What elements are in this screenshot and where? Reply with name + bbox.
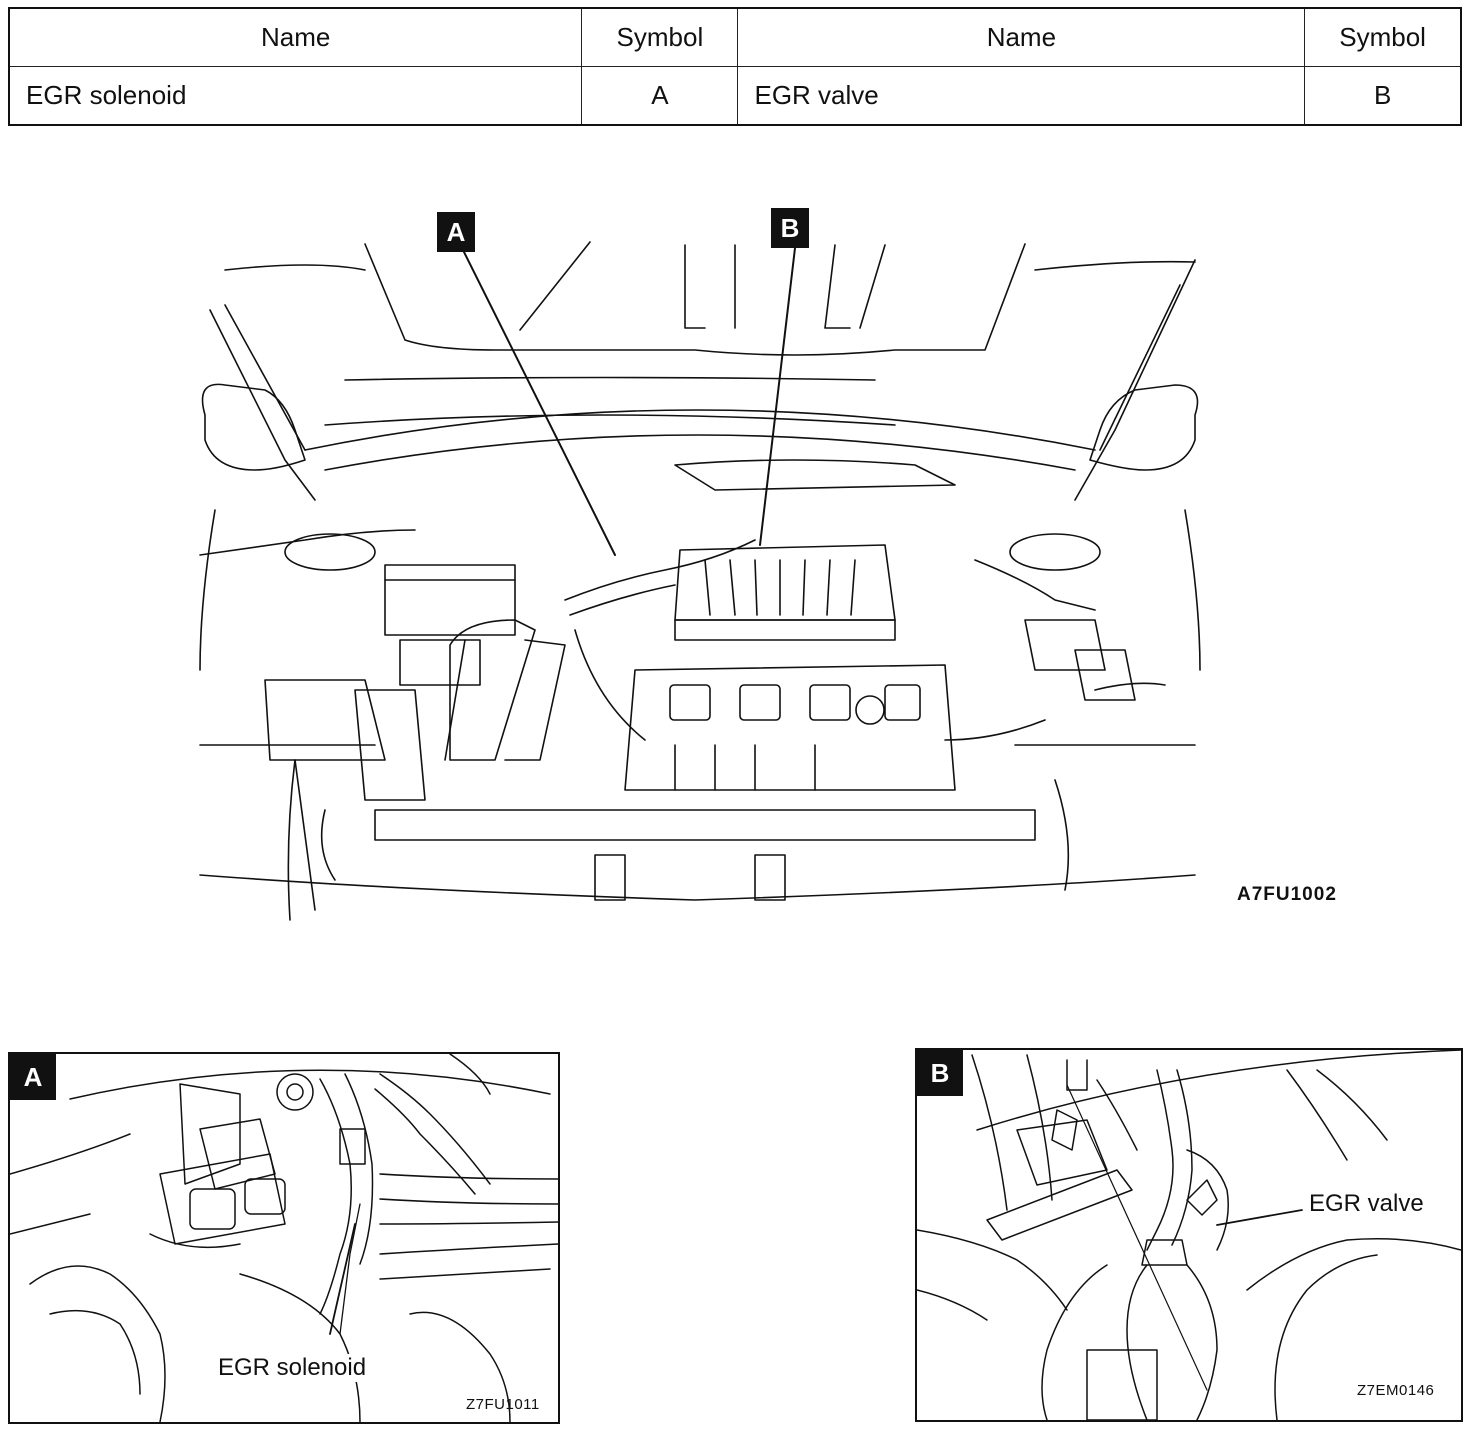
inset-a-code: Z7FU1011 (466, 1396, 540, 1413)
inset-egr-solenoid: A EGR solenoid Z7FU1011 (8, 1052, 560, 1424)
cell-symbol-b: B (1304, 66, 1462, 126)
engine-bay-illustration: A B A7FU1002 (195, 200, 1336, 930)
header-symbol-1: Symbol (581, 7, 739, 67)
header-name-1: Name (8, 7, 583, 67)
cell-name-egr-solenoid: EGR solenoid (8, 66, 583, 126)
engine-bay-drawing (199, 241, 1201, 921)
cell-symbol-a: A (581, 66, 739, 126)
inset-a-tag: A (10, 1054, 56, 1100)
cell-name-egr-valve: EGR valve (737, 66, 1306, 126)
inset-egr-valve: B EGR valve Z7EM0146 (915, 1048, 1463, 1422)
parts-table: Name Symbol Name Symbol EGR solenoid A E… (8, 7, 1462, 126)
inset-b-tag: B (917, 1050, 963, 1096)
callout-b-label: B (771, 208, 809, 248)
inset-b-code: Z7EM0146 (1357, 1382, 1435, 1399)
figure-code: A7FU1002 (1237, 884, 1337, 905)
header-symbol-2: Symbol (1304, 7, 1462, 67)
table-header-row: Name Symbol Name Symbol (8, 7, 1462, 67)
egr-solenoid-drawing (10, 1054, 558, 1422)
callout-a-label: A (437, 212, 475, 252)
header-name-2: Name (737, 7, 1306, 67)
table-row: EGR solenoid A EGR valve B (8, 66, 1462, 126)
egr-valve-drawing (917, 1050, 1461, 1420)
egr-valve-label: EGR valve (1307, 1190, 1426, 1218)
egr-solenoid-label: EGR solenoid (216, 1354, 369, 1382)
